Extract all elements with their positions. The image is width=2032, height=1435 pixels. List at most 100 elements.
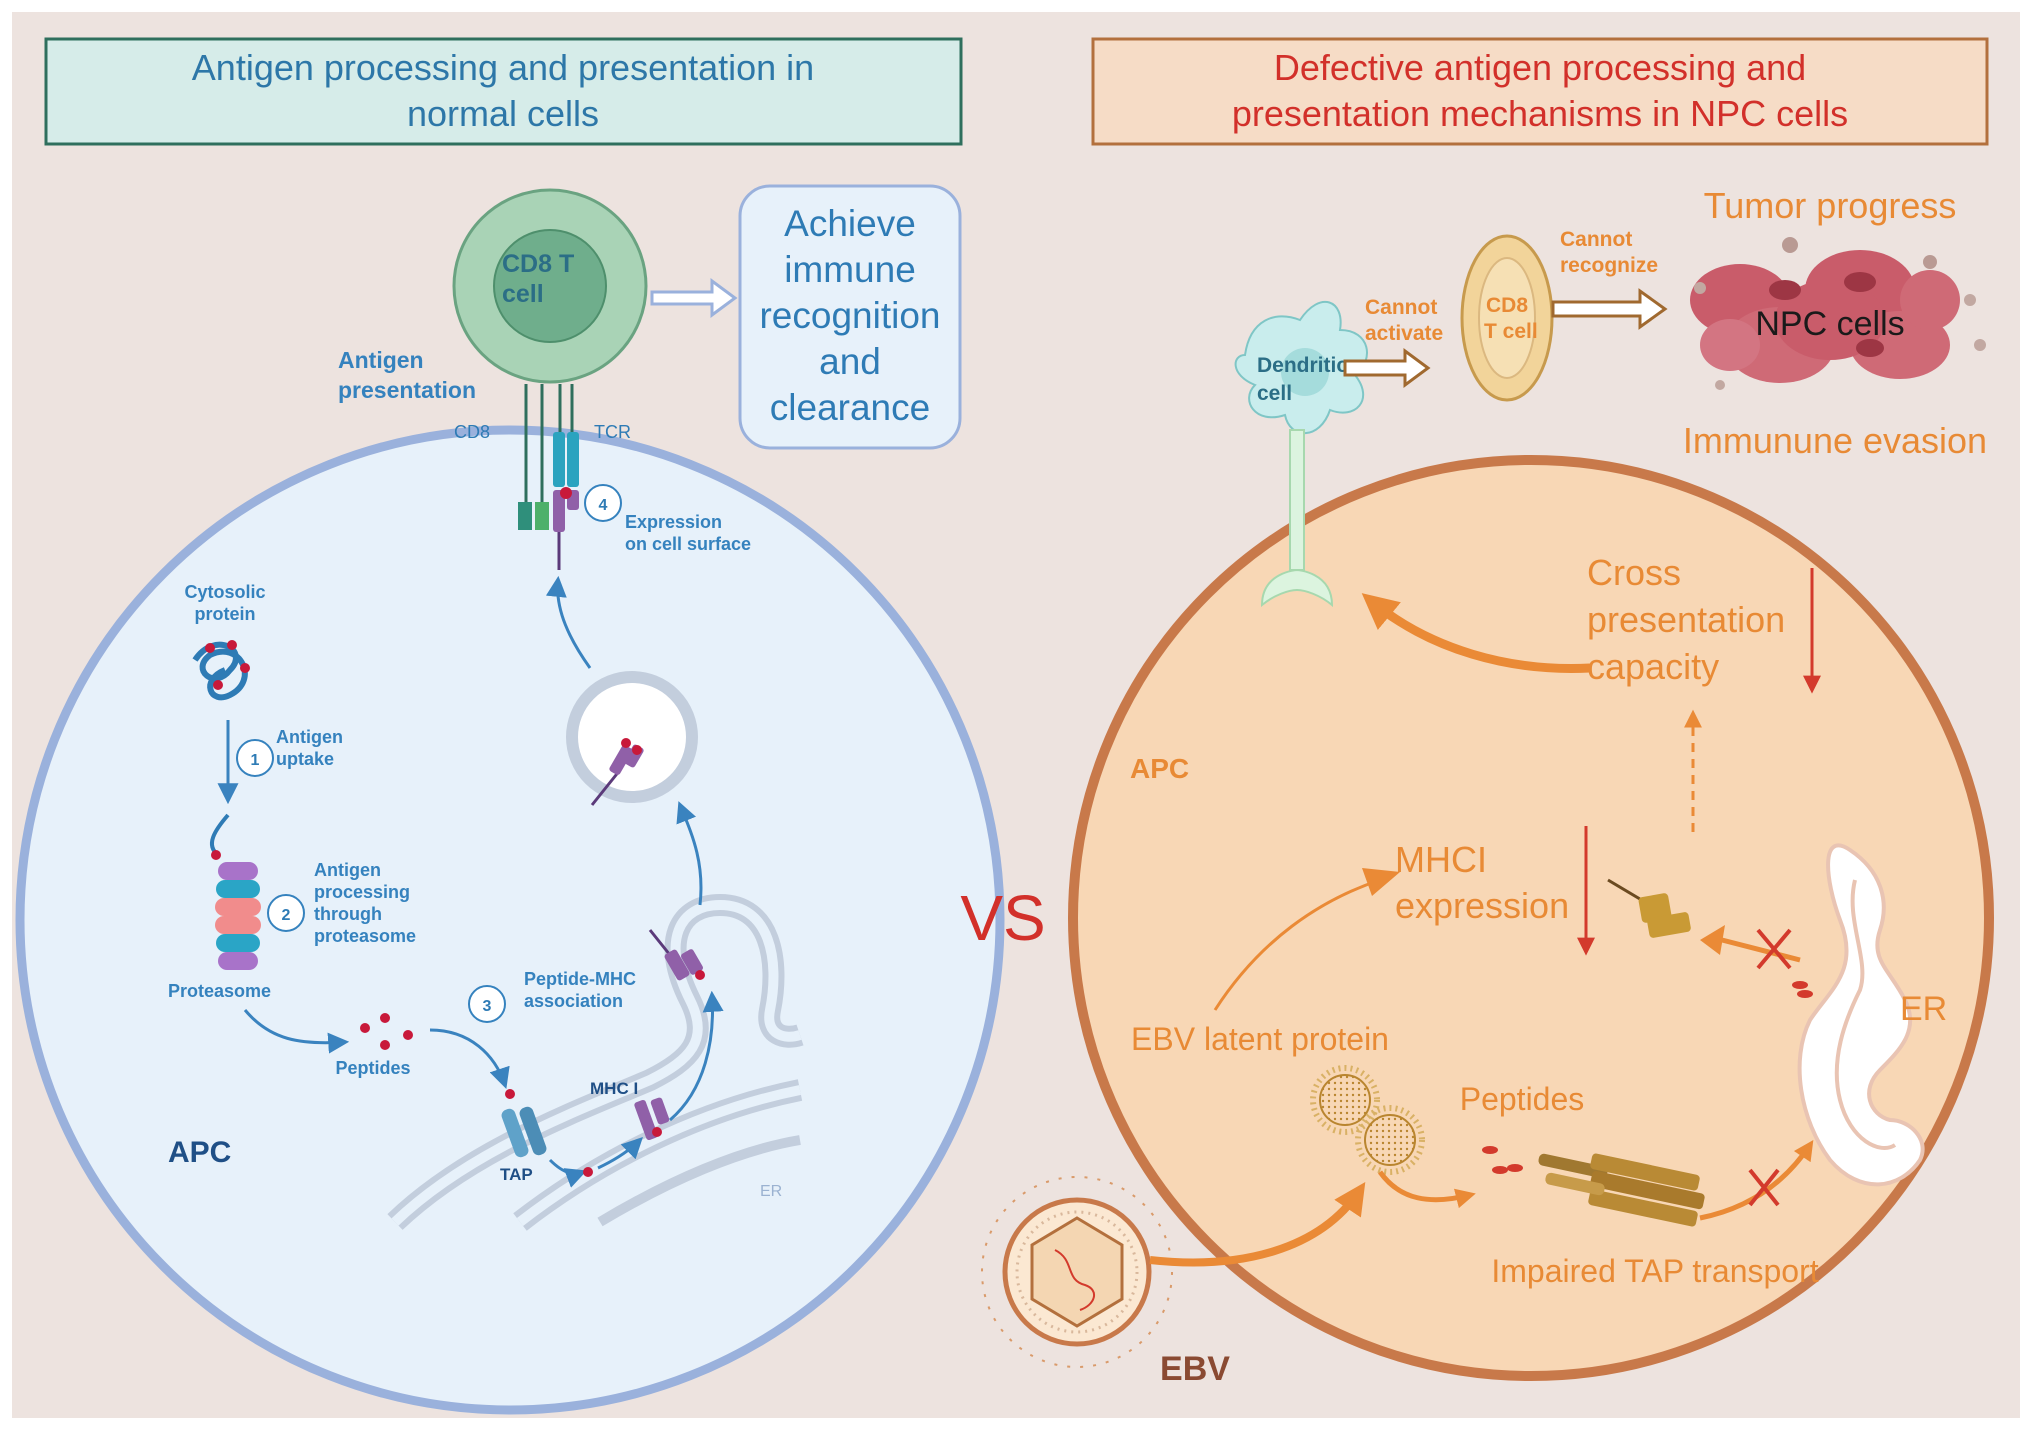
blocked-x-lower: [1748, 1168, 1780, 1207]
tap-transporter: [501, 1106, 547, 1158]
left-apc-cell: [15, 425, 1005, 1415]
outcome-line5: clearance: [770, 387, 930, 428]
proteasome-to-peptides-arrow: [243, 1009, 350, 1054]
step3-label-2: association: [524, 991, 623, 1011]
cd8-to-npc-arrow: [1551, 288, 1668, 330]
mhc-in-vesicle: [590, 738, 644, 806]
outcome-line1: Achieve: [784, 203, 916, 244]
outcome-line2: immune: [784, 249, 916, 290]
cannot-recognize-2: recognize: [1560, 254, 1658, 277]
er-to-mhc-line: [1721, 937, 1801, 963]
dendritic-label-2: cell: [1257, 382, 1292, 405]
step3-badge: [468, 985, 506, 1023]
mhc-to-er-bud-arrow: [669, 990, 724, 1122]
left-title-line1: Antigen processing and presentation in: [192, 47, 814, 88]
cross-presentation-1: Cross: [1587, 552, 1681, 593]
ebv-to-particles-arrow: [1149, 1182, 1366, 1267]
cytosolic-protein-icon: [192, 640, 250, 701]
cd8-t-cell-right-nucleus: [1478, 257, 1536, 379]
step4-badge: [584, 484, 622, 522]
left-title-box: [44, 37, 963, 146]
step4-label-2: on cell surface: [625, 534, 751, 554]
mhci-expression-2: expression: [1395, 885, 1569, 926]
peptides-to-tap-arrow: [429, 1028, 510, 1089]
tap-transporter-right: [1538, 1153, 1705, 1227]
dc-to-cd8-arrow: [1343, 348, 1431, 388]
er-label-right: ER: [1900, 990, 1947, 1028]
blocked-x-upper: [1756, 928, 1792, 970]
mhc-i-label: MHC I: [590, 1079, 638, 1098]
step4-label-1: Expression: [625, 512, 722, 532]
left-title-line2: normal cells: [407, 93, 599, 134]
cannot-activate-1: Cannot: [1365, 296, 1437, 319]
right-title-box: [1091, 37, 1989, 146]
tcr-label: TCR: [594, 422, 631, 442]
cannot-recognize-1: Cannot: [1560, 228, 1632, 251]
step4-number: 4: [599, 497, 608, 514]
peptides-label-right: Peptides: [1460, 1081, 1585, 1117]
peptides-dots-right: [1482, 1146, 1523, 1174]
step1-label-1: Antigen: [276, 727, 343, 747]
step1-badge: [236, 739, 274, 777]
er-structure: [1797, 843, 1925, 1187]
cross-presentation-3: capacity: [1587, 646, 1719, 687]
cd8-t-cell-nucleus: [493, 229, 607, 343]
proteasome-label: Proteasome: [168, 981, 271, 1001]
step2-label-3: through: [314, 904, 382, 924]
cd8-right-label-1: CD8: [1486, 294, 1528, 317]
tap-to-er-arrow: [548, 1158, 587, 1188]
apc-label-right: APC: [1130, 753, 1189, 784]
latent-to-mhci-arrowhead: [1362, 868, 1400, 896]
cd8-right-label-2: T cell: [1484, 320, 1538, 343]
step3-label-1: Peptide-MHC: [524, 969, 636, 989]
impaired-tap-label: Impaired TAP transport: [1491, 1253, 1818, 1289]
er-label-left: ER: [760, 1183, 782, 1200]
cd8-cell-label-2: cell: [502, 280, 544, 308]
mhc-i-molecule: [634, 1097, 670, 1141]
proteasome-icon: [210, 813, 261, 970]
cannot-activate-2: activate: [1365, 322, 1443, 345]
outcome-box: [738, 184, 962, 450]
peptides-dots: [360, 1013, 413, 1050]
peptide-in-er: [583, 1167, 593, 1177]
ebv-latent-protein-label: EBV latent protein: [1131, 1021, 1389, 1057]
particles-to-peptides-arrow: [1377, 1170, 1476, 1209]
mhc-in-er-bud: [648, 929, 705, 981]
cross-presentation-2: presentation: [1587, 599, 1785, 640]
mhc-molecule-right: [1607, 878, 1691, 938]
peptide-to-mhc-arrow: [597, 1137, 643, 1170]
er-to-mhc-arrowhead: [1700, 925, 1725, 955]
outcome-line3: recognition: [759, 295, 940, 336]
npc-cells-label: NPC cells: [1755, 305, 1904, 343]
step2-badge: [267, 894, 305, 932]
ebv-label: EBV: [1160, 1350, 1230, 1388]
right-apc-cell: [1068, 455, 1994, 1381]
cross-presentation-to-dc-arrow: [1361, 593, 1591, 673]
immune-evasion-label: Immunune evasion: [1683, 420, 1987, 461]
vesicle-to-surface-arrow: [545, 575, 592, 669]
cytosolic-protein-label-1: Cytosolic: [184, 582, 265, 602]
transport-vesicle: [566, 671, 698, 803]
step2-label-1: Antigen: [314, 860, 381, 880]
antigen-presentation-label-1: Antigen: [338, 347, 424, 373]
right-title-line2: presentation mechanisms in NPC cells: [1232, 93, 1848, 134]
ebv-virus: [981, 1176, 1173, 1368]
vs-label: VS: [960, 882, 1045, 954]
mhci-expression-1: MHCI: [1395, 839, 1487, 880]
step3-number: 3: [483, 998, 492, 1015]
outcome-line4: and: [819, 341, 881, 382]
antigen-presentation-label-2: presentation: [338, 377, 476, 403]
step1-number: 1: [251, 752, 260, 769]
peptide-dot: [505, 1089, 515, 1099]
right-title-line1: Defective antigen processing and: [1274, 47, 1806, 88]
peptides-label: Peptides: [335, 1058, 410, 1078]
cytosolic-protein-label-2: protein: [195, 604, 256, 624]
tap-label: TAP: [500, 1165, 533, 1184]
step1-label-2: uptake: [276, 749, 334, 769]
er-peptide-dot-1: [1792, 981, 1808, 989]
dendritic-cell: [1234, 300, 1368, 608]
cd8-cell-label-1: CD8 T: [502, 250, 574, 278]
step2-label-4: proteasome: [314, 926, 416, 946]
